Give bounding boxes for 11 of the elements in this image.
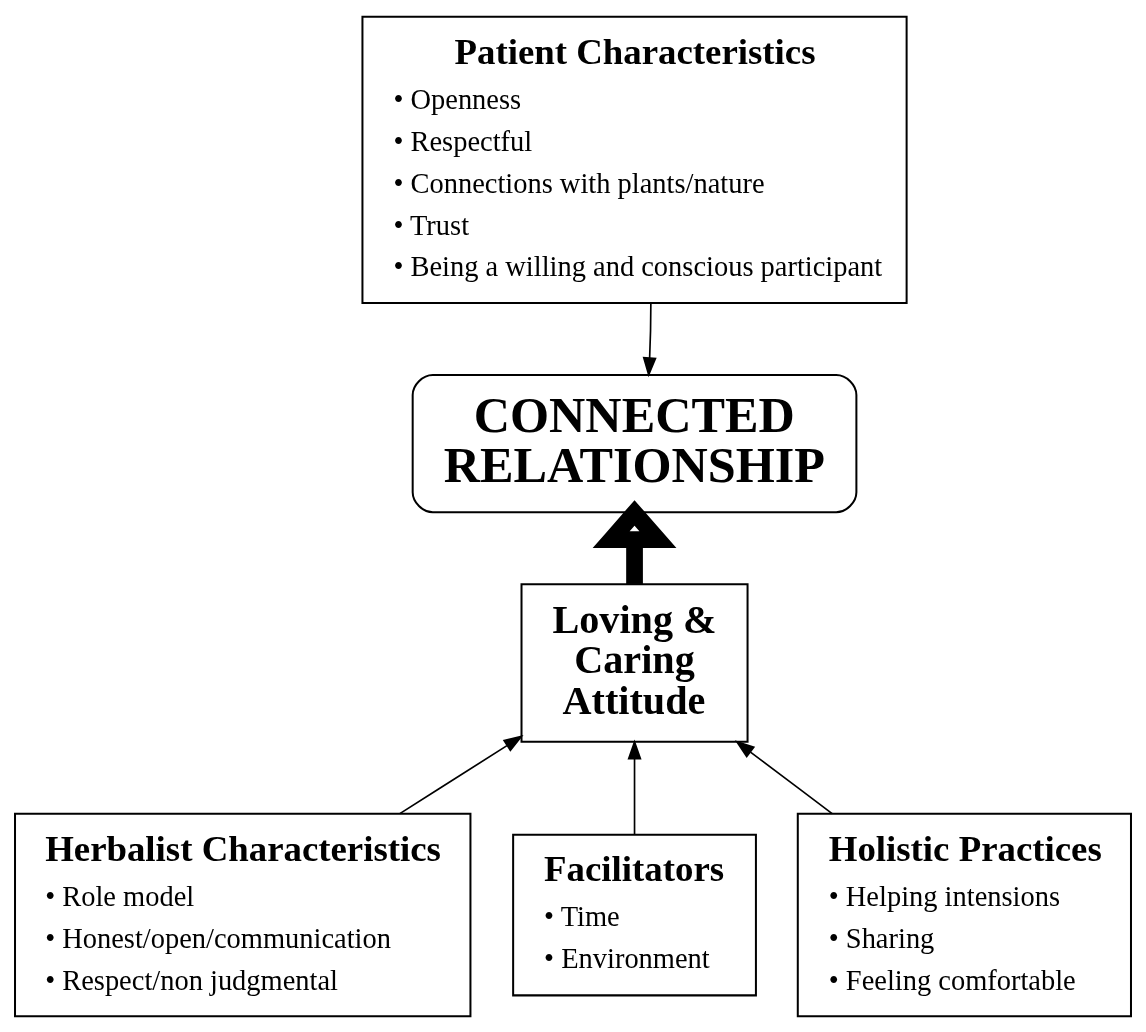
arrow <box>734 739 833 814</box>
node-box: Holistic Practices • Helping intensions • Sharing • Feeling comfortable <box>796 812 1132 1017</box>
arrow <box>642 301 657 377</box>
arrow <box>627 739 642 835</box>
node-box: CONNECTED RELATIONSHIP <box>411 373 858 513</box>
node-box: Loving & Caring Attitude <box>520 582 749 743</box>
node-box: Herbalist Characteristics • Role model • Honest/open/communication • Respect/non judgmental <box>14 812 472 1017</box>
node-box: Facilitators • Time • Environment <box>512 833 757 996</box>
arrow <box>592 499 677 584</box>
arrow <box>399 734 524 814</box>
node-box: Patient Characteristics • Openness • Respectful • Connections with plants/nature • Trust • Being a willing and conscious participant <box>361 15 908 304</box>
